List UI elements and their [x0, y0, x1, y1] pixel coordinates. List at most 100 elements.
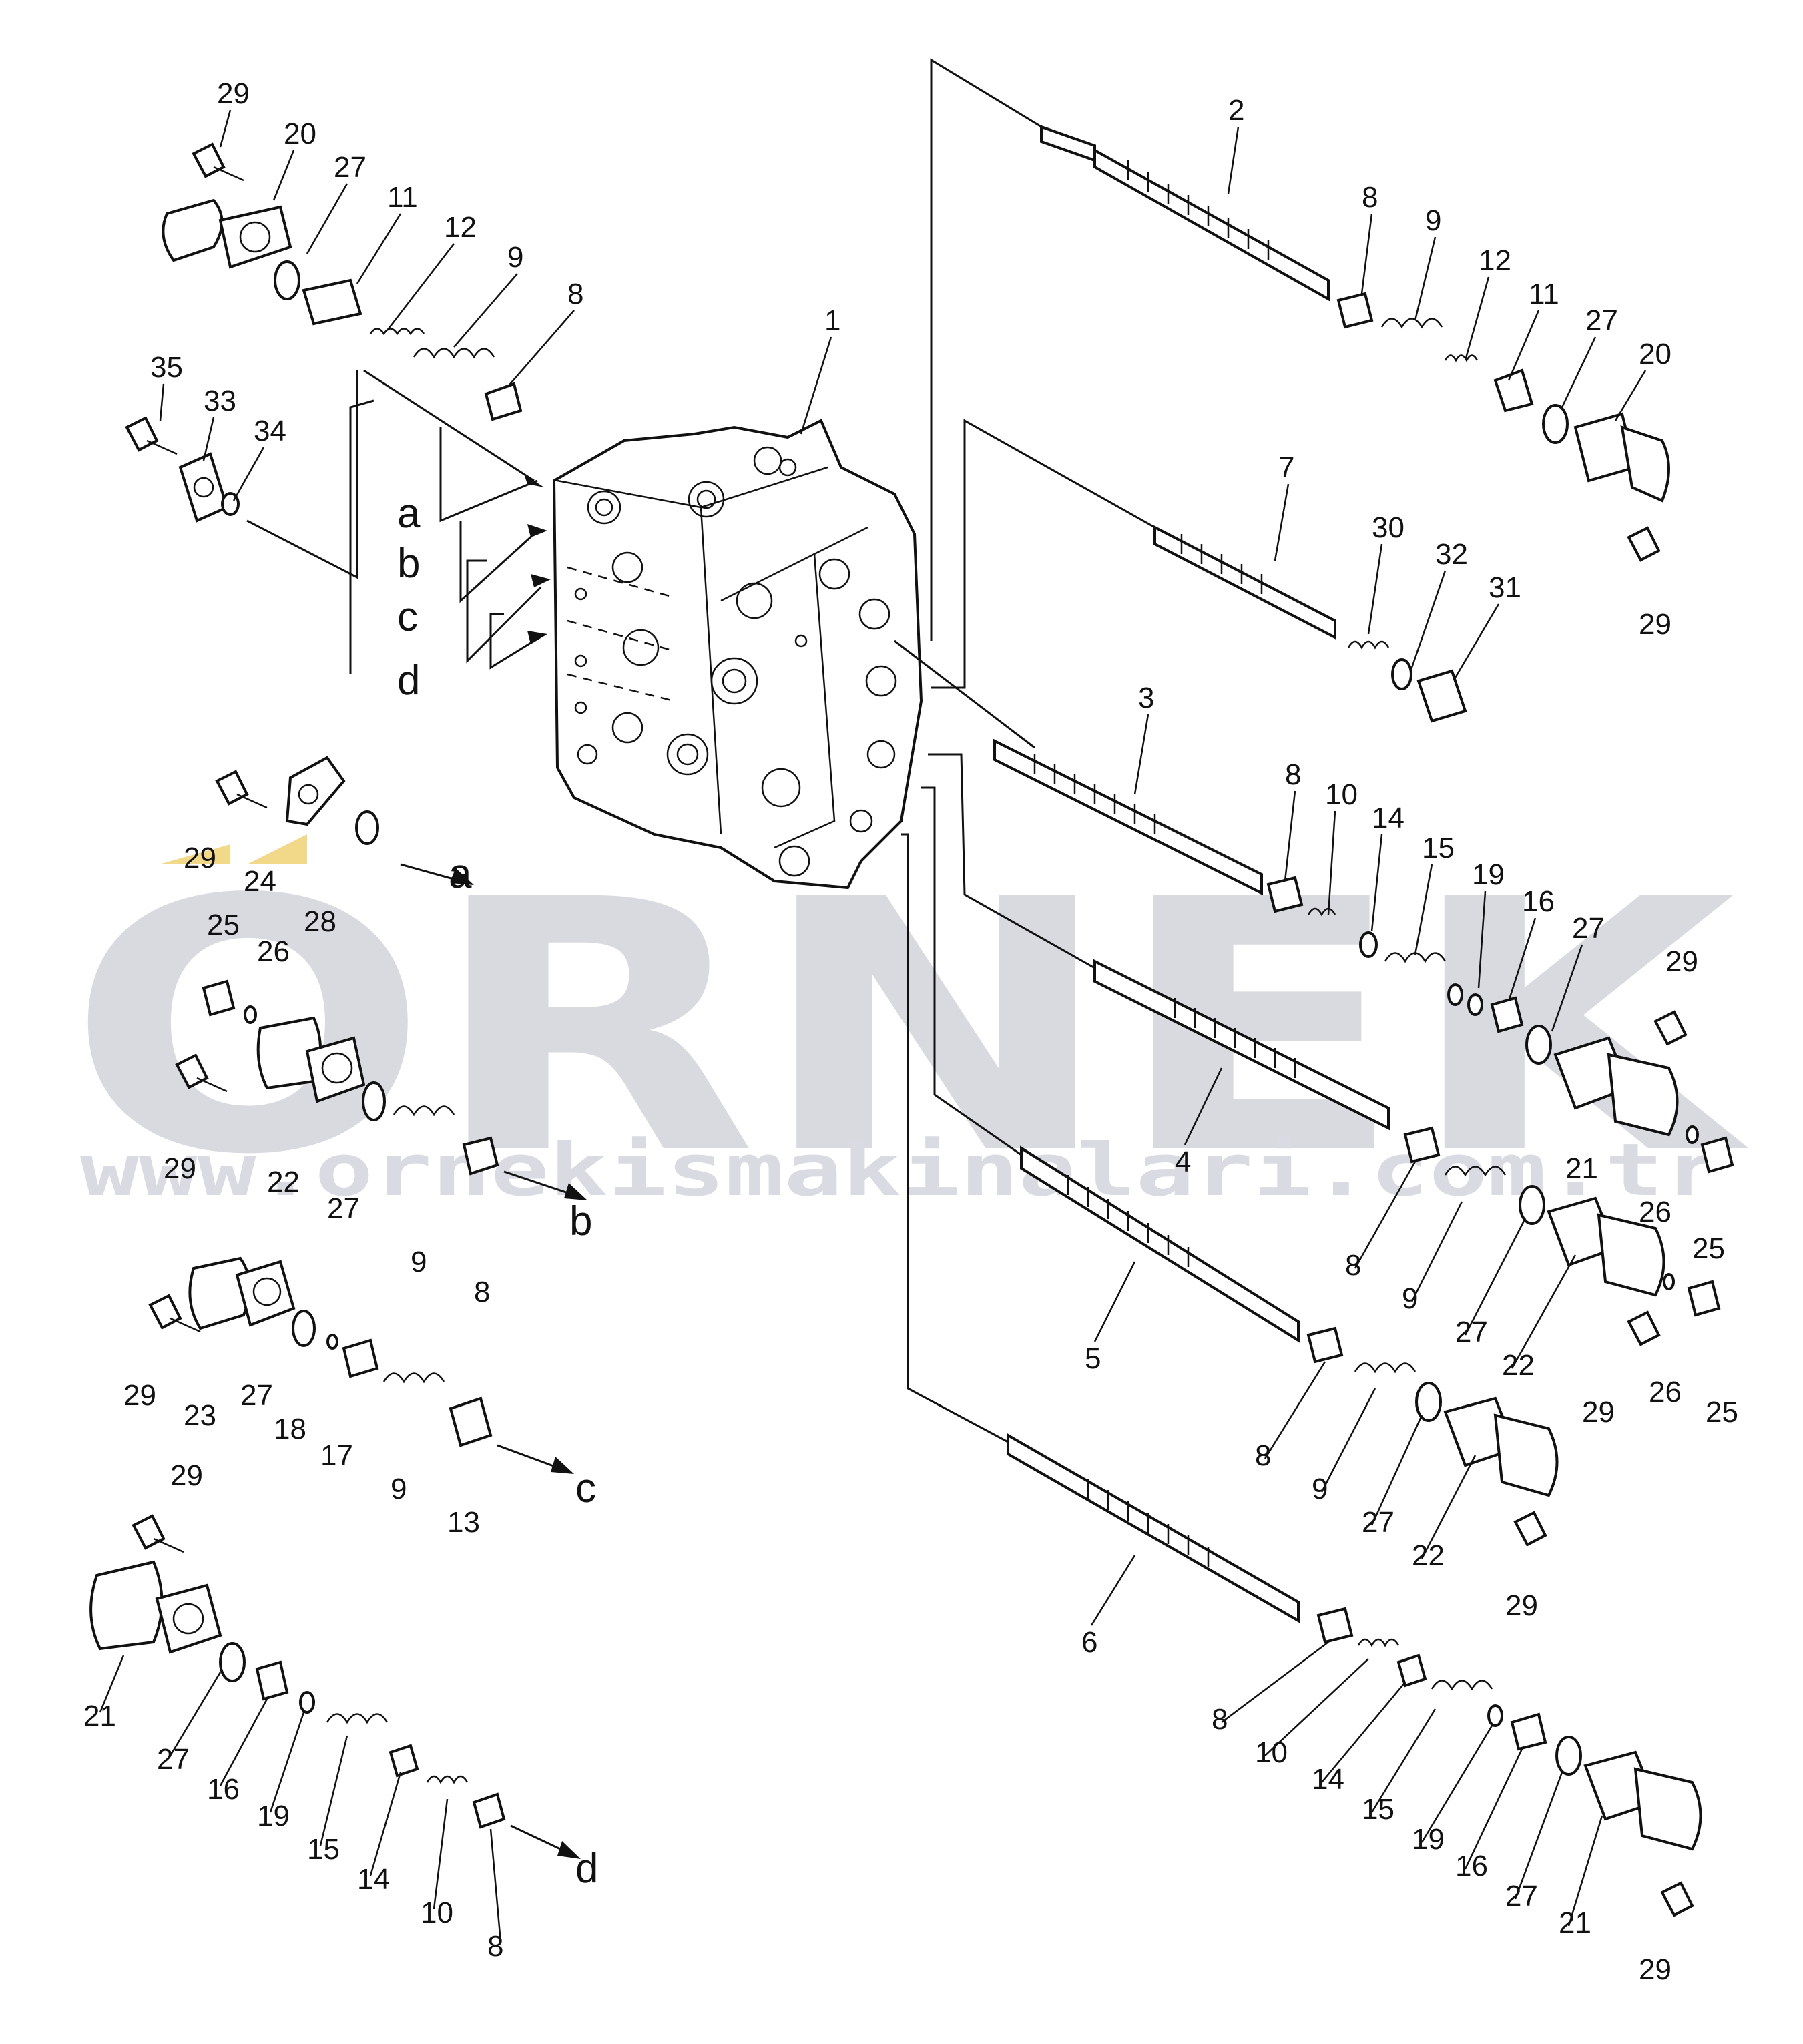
part-label: 26: [257, 935, 290, 968]
part-label: 7: [1278, 451, 1294, 484]
part-label: 12: [1479, 244, 1511, 277]
part-label: 35: [150, 351, 183, 384]
part-label: 21: [1559, 1906, 1591, 1939]
part-label: 15: [1422, 832, 1455, 864]
part-label: 10: [1325, 778, 1358, 811]
port-letters: a b c d a b c d: [397, 491, 598, 1892]
part-label: 15: [307, 1833, 340, 1866]
part-label: 9: [1402, 1282, 1418, 1315]
part-label: 32: [1435, 538, 1468, 571]
part-label: 4: [1175, 1145, 1191, 1178]
part-label: 29: [1665, 945, 1698, 978]
part-label: 26: [1649, 1376, 1682, 1409]
valve-body: [552, 419, 923, 890]
part-label: 13: [447, 1506, 480, 1539]
watermark-brand: ORNEK: [67, 826, 1752, 1230]
part-label: 8: [474, 1276, 490, 1308]
part-label: 22: [267, 1166, 300, 1198]
part-label: 12: [444, 211, 477, 244]
port-letter-b: b: [397, 541, 420, 587]
callout-leaders: [99, 109, 1647, 1943]
port-letter-c: c: [397, 594, 418, 640]
part-label: 10: [1255, 1736, 1288, 1769]
part-label: 31: [1489, 571, 1521, 604]
part-label: 34: [254, 415, 286, 447]
part-label: 22: [1502, 1349, 1535, 1382]
part-label: 14: [1312, 1763, 1344, 1796]
part-label: 27: [1455, 1316, 1488, 1348]
part-label: 27: [1505, 1880, 1538, 1912]
part-label: 8: [1345, 1249, 1361, 1282]
part-label: 29: [184, 842, 216, 874]
part-label: 5: [1085, 1342, 1101, 1375]
part-label: 29: [123, 1379, 156, 1412]
part-label: 27: [240, 1379, 273, 1412]
part-label: 27: [1585, 304, 1618, 337]
part-label: 26: [1639, 1196, 1671, 1228]
part-label: 27: [157, 1743, 190, 1776]
part-label: 15: [1362, 1793, 1394, 1826]
part-label: 19: [1412, 1823, 1445, 1856]
part-label: 8: [487, 1930, 503, 1963]
port-letter-a: a: [397, 491, 421, 537]
part-label: 8: [1255, 1439, 1271, 1472]
part-label: 27: [1572, 912, 1605, 945]
part-label: 20: [1639, 338, 1671, 370]
part-label: 29: [1639, 1953, 1671, 1986]
part-label: 9: [507, 241, 523, 274]
part-label: 27: [334, 151, 366, 184]
part-label: 10: [421, 1896, 453, 1929]
part-label: 28: [304, 905, 336, 938]
port-letter-d: d: [575, 1846, 598, 1892]
part-label: 29: [217, 77, 250, 110]
part-label: 8: [567, 278, 583, 310]
part-label: 25: [207, 909, 240, 941]
part-callouts: 29 20 27 11 12 9 8 1 35 33 34 2 8 9 12 1…: [83, 77, 1738, 1986]
part-label: 33: [204, 385, 236, 417]
part-label: 1: [824, 304, 840, 337]
port-letter-a: a: [449, 851, 472, 897]
watermark-url: www.ornekismakinalari.com.tr: [80, 1129, 1722, 1212]
part-label: 25: [1706, 1396, 1738, 1429]
part-label: 29: [170, 1459, 203, 1492]
part-label: 22: [1412, 1539, 1445, 1572]
part-label: 6: [1081, 1626, 1097, 1659]
part-label: 19: [1472, 858, 1505, 891]
highlight-marker: [159, 844, 230, 864]
part-label: 8: [1285, 758, 1301, 791]
part-label: 24: [244, 865, 276, 898]
spools: [993, 125, 1390, 1623]
part-label: 23: [184, 1399, 216, 1432]
part-label: 16: [207, 1773, 240, 1806]
part-label: 8: [1362, 181, 1378, 214]
part-label: 21: [83, 1700, 116, 1732]
small-parts: [89, 142, 1734, 1917]
part-label: 14: [357, 1863, 390, 1896]
part-label: 29: [164, 1152, 196, 1185]
part-label: 9: [411, 1246, 427, 1278]
part-label: 29: [1505, 1589, 1538, 1622]
part-label: 21: [1565, 1152, 1598, 1185]
part-label: 9: [1425, 204, 1441, 237]
part-label: 17: [320, 1439, 353, 1472]
part-label: 20: [284, 117, 316, 150]
part-label: 9: [391, 1473, 407, 1505]
part-label: 30: [1372, 511, 1404, 544]
port-letter-c: c: [575, 1465, 596, 1511]
part-label: 29: [1639, 608, 1671, 641]
highlight-marker: [247, 834, 307, 864]
part-label: 2: [1228, 94, 1244, 127]
flow-lines: [349, 58, 1155, 1443]
part-label: 11: [1529, 278, 1559, 310]
port-letter-b: b: [569, 1198, 592, 1244]
part-label: 29: [1582, 1396, 1615, 1429]
part-label: 16: [1522, 885, 1555, 918]
port-leaders: [246, 369, 551, 670]
part-label: 14: [1372, 802, 1404, 834]
part-label: 25: [1692, 1232, 1725, 1265]
part-label: 9: [1312, 1473, 1328, 1505]
port-letter-d: d: [397, 658, 420, 704]
part-label: 18: [274, 1413, 306, 1445]
part-label: 27: [327, 1192, 360, 1225]
